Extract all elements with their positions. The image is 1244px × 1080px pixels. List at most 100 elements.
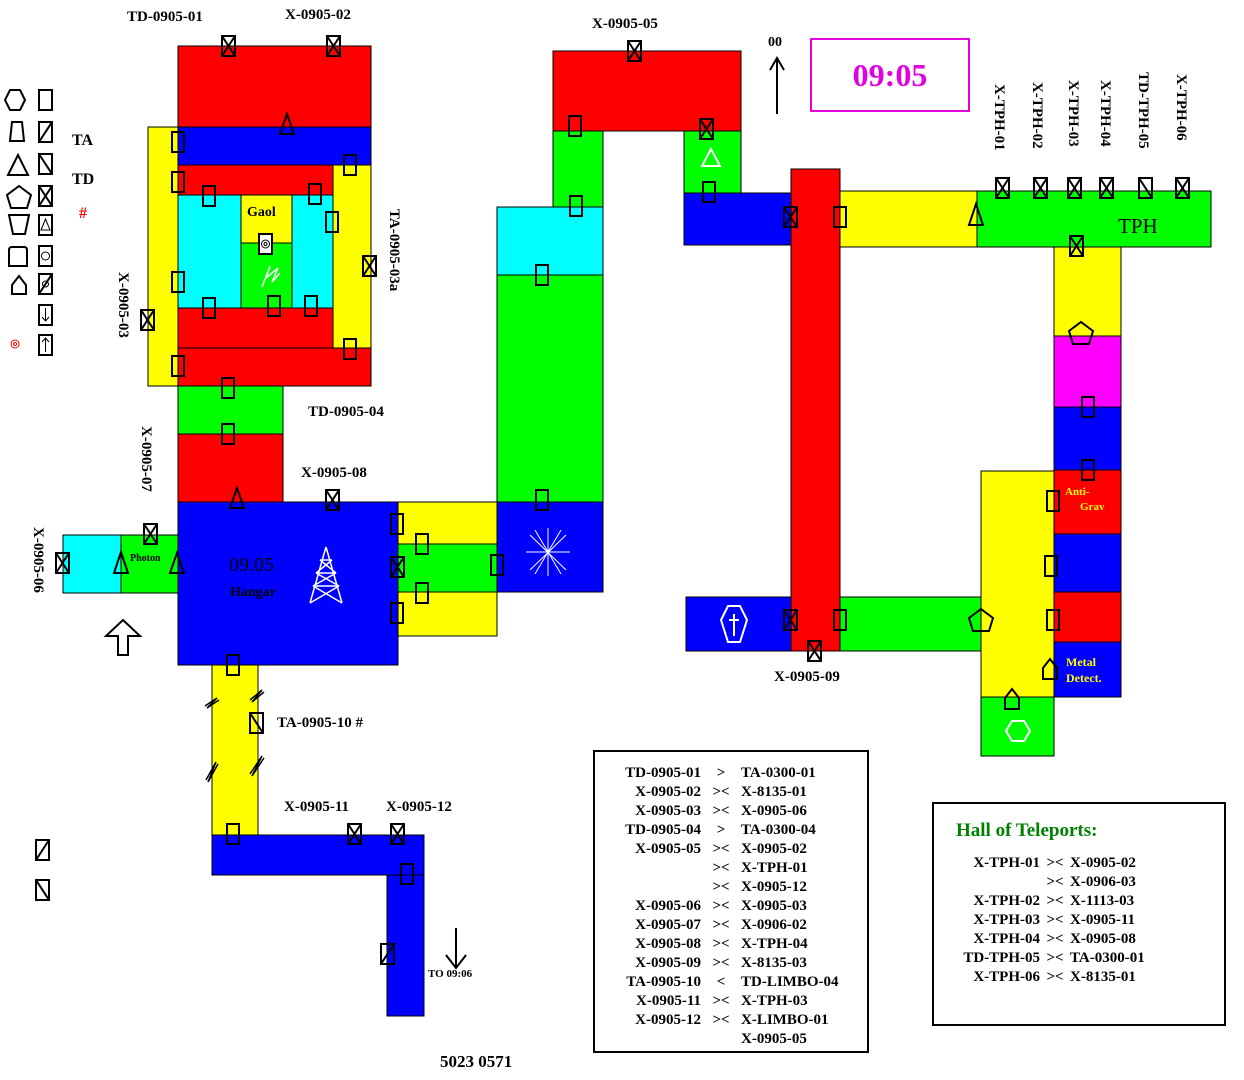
room [397, 501, 498, 545]
route-row-sym: >< [712, 955, 730, 971]
room-label-metal-2: Detect. [1066, 671, 1102, 685]
room [496, 206, 604, 276]
route-row-sym: >< [712, 803, 730, 819]
route-row-from: X-0905-02 [635, 784, 701, 800]
door-label-x-0905-11: X-0905-11 [284, 799, 349, 815]
door-label-x-tph-06: X-TPH-06 [1173, 74, 1189, 141]
route-row-from [595, 1030, 701, 1049]
route-row-from: X-0905-09 [635, 955, 701, 971]
route-row: ><X-0905-12 [595, 878, 867, 897]
route-row: X-0905-05><X-0905-02 [595, 840, 867, 859]
door-label-ta-0905-10: TA-0905-10 # [277, 715, 363, 731]
route-row-from: X-0905-07 [635, 917, 701, 933]
route-row-to: TD-LIMBO-04 [741, 974, 839, 990]
hall-row-sym: >< [1046, 931, 1064, 947]
route-row-to: X-0905-06 [741, 803, 807, 819]
room [683, 192, 792, 246]
route-row: TD-0905-04>TA-0300-04 [595, 821, 867, 840]
door-label-td-0905-01: TD-0905-01 [127, 9, 203, 25]
room [683, 130, 742, 194]
route-row-sym: >< [712, 879, 730, 895]
hall-row: X-TPH-03><X-0905-11 [942, 911, 1224, 930]
room [177, 347, 372, 387]
room [397, 543, 498, 593]
room [177, 385, 284, 435]
route-row-to: TA-0300-04 [741, 822, 816, 838]
hall-row-from [942, 873, 1040, 892]
route-row: X-0905-02><X-8135-01 [595, 783, 867, 802]
room [839, 190, 978, 248]
room [496, 274, 604, 503]
route-row-to: X-TPH-01 [741, 860, 808, 876]
route-row: X-0905-11><X-TPH-03 [595, 992, 867, 1011]
route-row-to: X-TPH-04 [741, 936, 808, 952]
route-row-from: X-0905-03 [635, 803, 701, 819]
room [980, 696, 1055, 757]
room [211, 834, 425, 876]
tph-room [976, 190, 1212, 248]
hall-row-to: X-0905-02 [1070, 855, 1136, 871]
door-label-x-tph-02: X-TPH-02 [1029, 82, 1045, 149]
door-label-x-0905-05: X-0905-05 [592, 16, 658, 32]
room [177, 126, 372, 166]
route-row-from [595, 878, 701, 897]
hall-row-to: X-0905-08 [1070, 931, 1136, 947]
room-label-anti-grav-1: Anti- [1065, 486, 1090, 498]
door-label-x-0905-08: X-0905-08 [301, 465, 367, 481]
hall-row-sym: >< [1046, 893, 1064, 909]
room [1053, 246, 1122, 337]
route-row-to: TA-0300-01 [741, 765, 816, 781]
route-row-sym: >< [712, 841, 730, 857]
tower-icon [309, 546, 343, 604]
route-row: ><X-TPH-01 [595, 859, 867, 878]
shape-markers [719, 320, 1095, 742]
route-row-sym: >< [712, 898, 730, 914]
route-row-from: X-0905-05 [635, 841, 701, 857]
hall-row-to: TA-0300-01 [1070, 950, 1145, 966]
oneway-doors [35, 177, 1153, 965]
triangle-markers [112, 110, 985, 574]
hall-row-from: X-TPH-03 [973, 912, 1040, 928]
lightning-icon [261, 265, 281, 288]
door-label-x-0905-09: X-0905-09 [774, 669, 840, 685]
time-box: 09:05 [810, 38, 970, 112]
route-row: X-0905-07><X-0906-02 [595, 916, 867, 935]
legend-symbols [3, 89, 53, 356]
hall-row-sym: >< [1046, 950, 1064, 966]
room [552, 50, 742, 132]
route-row: X-0905-09><X-8135-03 [595, 954, 867, 973]
route-row-from: TD-0905-01 [625, 765, 701, 781]
hall-row-sym: >< [1046, 874, 1064, 890]
door-label-x-0905-12: X-0905-12 [386, 799, 452, 815]
legend-hash: # [79, 205, 87, 222]
door-label-x-0905-03: X-0905-03 [115, 272, 131, 338]
route-row-to: X-8135-01 [741, 784, 807, 800]
route-row-from [595, 859, 701, 878]
to-next-label: TO 09:06 [428, 968, 473, 980]
door-label-x-tph-01: X-TPH-01 [991, 84, 1007, 151]
route-row-from: X-0905-08 [635, 936, 701, 952]
room [1053, 641, 1122, 698]
room-label-tph: TPH [1118, 214, 1158, 238]
hall-row: X-TPH-01><X-0905-02 [942, 854, 1224, 873]
hall-row: X-TPH-02><X-1113-03 [942, 892, 1224, 911]
route-row-sym: >< [712, 936, 730, 952]
route-row-sym [707, 1030, 735, 1049]
coffin-icon [719, 605, 749, 643]
door-label-td-tph-05: TD-TPH-05 [1135, 72, 1151, 149]
door-label-x-0905-06: X-0905-06 [30, 527, 46, 593]
room [496, 501, 604, 593]
hangar-room [177, 501, 399, 666]
room [177, 307, 334, 349]
room [1053, 533, 1122, 593]
hall-row-sym: >< [1046, 855, 1064, 871]
route-row-to: X-0906-02 [741, 917, 807, 933]
plain-doors [171, 115, 1095, 885]
hall-row: X-TPH-06><X-8135-01 [942, 968, 1224, 987]
time-label: 09:05 [852, 56, 928, 93]
route-row-sym: > [716, 765, 726, 781]
room [1053, 335, 1122, 408]
zigzag-markers [204, 689, 265, 783]
